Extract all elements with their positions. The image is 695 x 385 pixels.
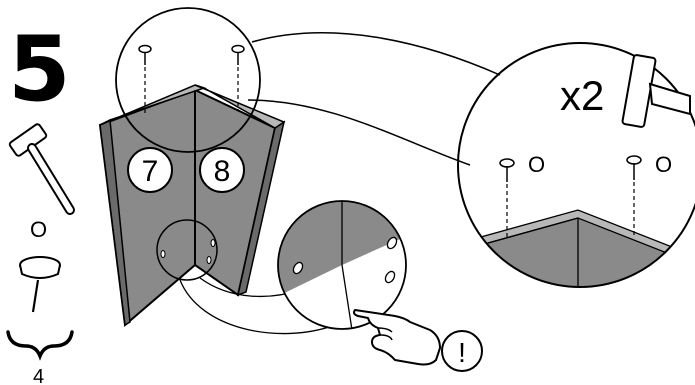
hammer-icon (621, 54, 691, 128)
hole-connector-lower (179, 279, 336, 335)
panel-assembly (98, 84, 286, 327)
top-magnifier-circle (115, 7, 261, 153)
quantity-label: 4 (33, 366, 44, 385)
nail-left-label: O (528, 152, 545, 177)
panel-7-badge: 7 (127, 147, 173, 193)
hammer-icon (8, 123, 75, 215)
nail-count-label: x2 (560, 72, 604, 119)
panel-8-badge: 8 (199, 147, 245, 193)
nail-right-label: O (655, 152, 672, 177)
panel-8-label: 8 (214, 155, 231, 188)
attention-icon: ! (441, 330, 483, 372)
step-number: 5 (8, 17, 71, 122)
detail-connector-lower (247, 99, 471, 166)
small-nail-icon (626, 155, 642, 236)
small-nail-icon (499, 158, 515, 240)
nail-type-label: O (30, 217, 47, 242)
quantity-brace (6, 330, 74, 361)
small-nail-icon (231, 44, 245, 110)
nail-icon (19, 256, 61, 313)
small-nail-icon (138, 44, 152, 115)
detail-connector (251, 32, 501, 76)
attention-symbol: ! (458, 337, 466, 368)
hole-detail-circle (156, 219, 218, 281)
panel-7-label: 7 (142, 155, 159, 188)
pointing-hand-icon (353, 309, 441, 366)
